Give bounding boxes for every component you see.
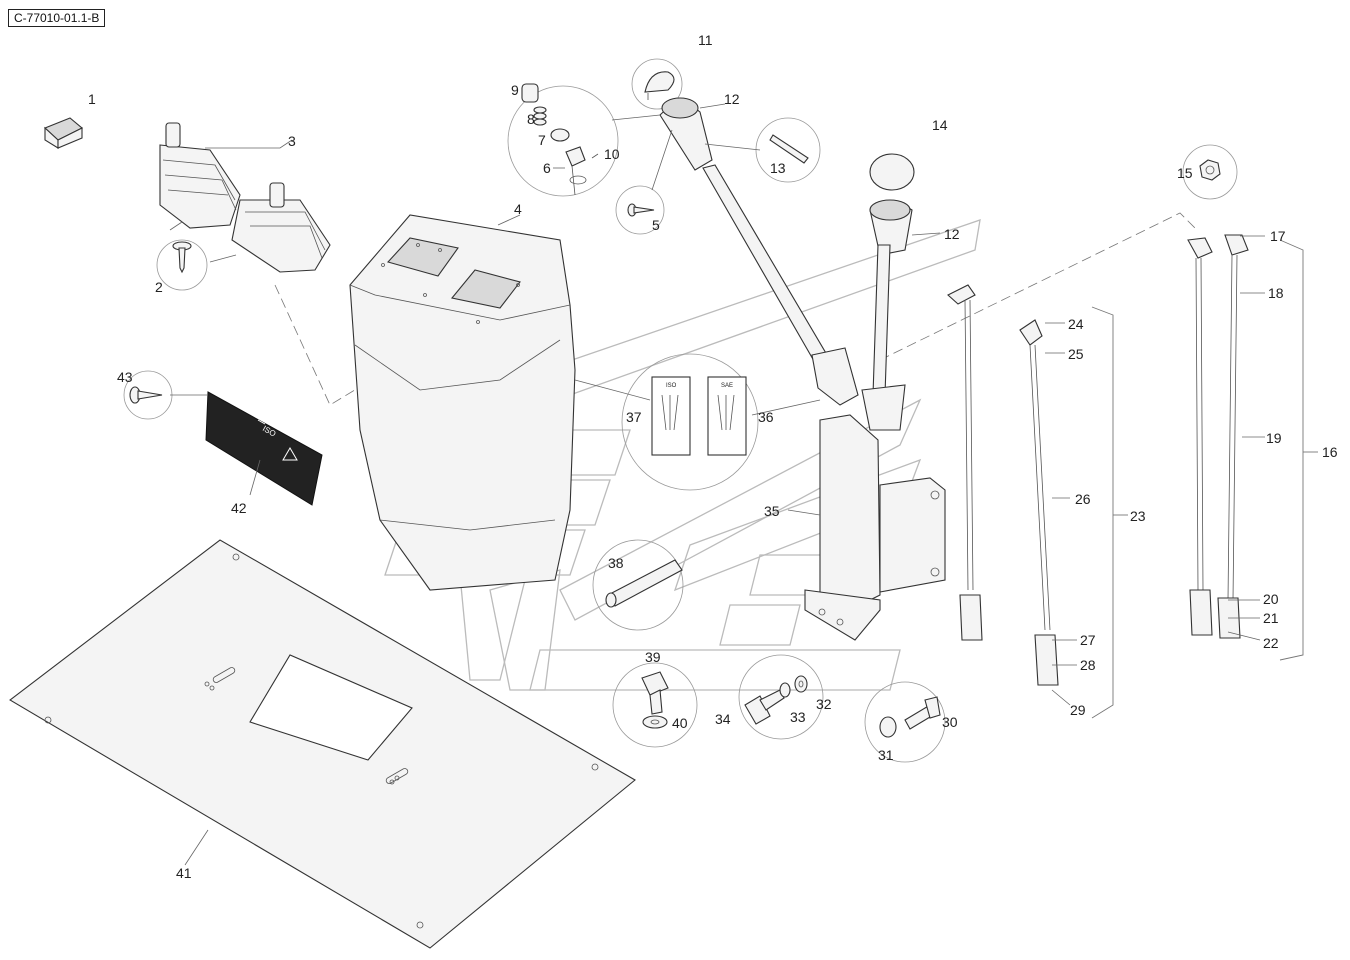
part-42-decal: ISO [205, 391, 323, 506]
label-36: 36 [758, 409, 774, 425]
part-11-knob-cap [631, 58, 683, 110]
label-20: 20 [1263, 591, 1279, 607]
label-15: 15 [1177, 165, 1193, 181]
label-1: 1 [88, 91, 96, 107]
label-24: 24 [1068, 316, 1084, 332]
label-35: 35 [764, 503, 780, 519]
part-38-profile [592, 539, 684, 631]
label-41: 41 [176, 865, 192, 881]
label-21: 21 [1263, 610, 1279, 626]
console-housing [349, 214, 576, 591]
document-id: C-77010-01.1-B [8, 9, 106, 27]
brackets [1091, 239, 1318, 719]
label-11: 11 [698, 32, 713, 48]
label-10: 10 [604, 146, 620, 162]
label-7: 7 [538, 132, 546, 148]
label-33: 33 [790, 709, 806, 725]
part-43-screw [123, 370, 173, 420]
label-14: 14 [932, 117, 948, 133]
leader-lines [169, 103, 1265, 866]
part-1-cap [43, 117, 83, 149]
label-13: 13 [770, 160, 786, 176]
part-2-screw [156, 239, 208, 291]
label-34: 34 [715, 711, 731, 727]
part-12-lever-right [861, 199, 913, 431]
label-29: 29 [1070, 702, 1086, 718]
label-40: 40 [672, 715, 688, 731]
part-13-pin [755, 117, 821, 183]
label-25: 25 [1068, 346, 1084, 362]
part-3-boot-right [231, 182, 331, 273]
label-6: 6 [543, 160, 551, 176]
label-31: 31 [878, 747, 894, 763]
label-18: 18 [1268, 285, 1284, 301]
label-37: 37 [626, 409, 642, 425]
label-23: 23 [1130, 508, 1146, 524]
part-36-37-decals: ISO SAE [621, 353, 759, 491]
part-15-nut [1182, 144, 1238, 200]
label-3: 3 [288, 133, 296, 149]
part-group-6-10 [507, 83, 619, 197]
label-19: 19 [1266, 430, 1282, 446]
part-3-boot-left [159, 122, 241, 229]
label-4: 4 [514, 201, 522, 217]
part-12-lever-left [659, 97, 859, 406]
iso-card-text: ISO [666, 383, 677, 389]
label-5: 5 [652, 217, 660, 233]
label-22: 22 [1263, 635, 1279, 651]
label-8: 8 [527, 111, 535, 127]
cable-left-short [947, 284, 983, 641]
part-39-40-bolt [612, 662, 698, 748]
label-12b: 12 [944, 226, 960, 242]
label-9: 9 [511, 82, 519, 98]
part-35-column [804, 414, 946, 641]
part-32-34-bolt [738, 654, 824, 740]
label-17: 17 [1270, 228, 1286, 244]
label-2: 2 [155, 279, 163, 295]
label-26: 26 [1075, 491, 1091, 507]
label-16: 16 [1322, 444, 1338, 460]
base-plate [9, 539, 636, 949]
part-number-labels: 1 2 3 4 5 6 7 8 9 10 11 12 12 13 14 15 1… [88, 32, 1338, 881]
label-28: 28 [1080, 657, 1096, 673]
cable-23 [1019, 319, 1059, 686]
label-30: 30 [942, 714, 958, 730]
label-43: 43 [117, 369, 133, 385]
label-39: 39 [645, 649, 661, 665]
part-30-31-bolt [864, 681, 946, 763]
label-32: 32 [816, 696, 832, 712]
part-5-screw [615, 185, 665, 235]
sae-card-text: SAE [721, 383, 733, 389]
part-14-cap [869, 153, 915, 191]
label-38: 38 [608, 555, 624, 571]
label-12a: 12 [724, 91, 740, 107]
cable-16 [1187, 234, 1249, 639]
label-27: 27 [1080, 632, 1096, 648]
label-42: 42 [231, 500, 247, 516]
